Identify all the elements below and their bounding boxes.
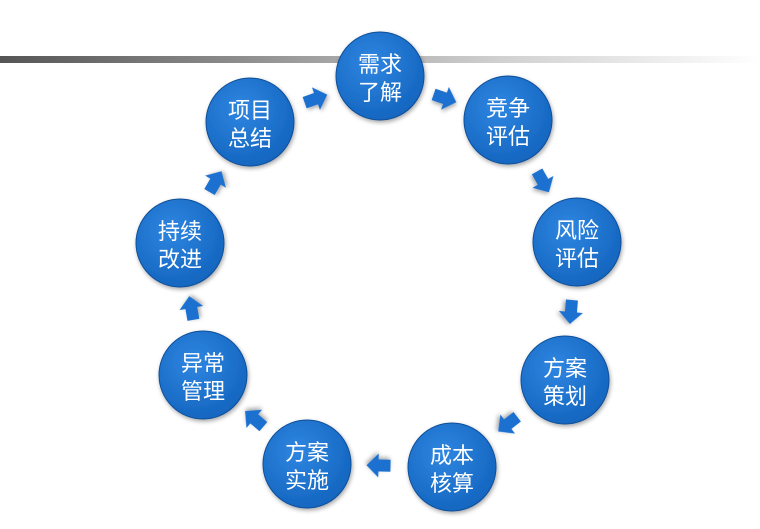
node-circle — [205, 77, 295, 167]
node-label-line2: 管理 — [181, 380, 225, 405]
node-label-line1: 项目 — [228, 99, 272, 124]
node-label-line1: 持续 — [158, 220, 202, 245]
flow-arrow — [531, 168, 554, 193]
flow-arrow — [431, 86, 457, 110]
node-circle — [335, 31, 425, 121]
node-circle — [135, 198, 225, 288]
node-label-line2: 改进 — [158, 248, 202, 273]
node-label-line2: 了解 — [358, 81, 402, 106]
node-label-line1: 风险 — [555, 219, 599, 244]
node-circle — [520, 335, 610, 425]
node-label-line2: 实施 — [285, 469, 329, 494]
node-circle — [158, 330, 248, 420]
flow-arrow — [179, 296, 204, 321]
node-circle — [262, 419, 352, 509]
node-label-line1: 需求 — [358, 53, 402, 78]
node-label-line1: 竞争 — [486, 97, 530, 122]
flow-arrow — [245, 409, 268, 432]
node-label-line2: 评估 — [486, 125, 530, 150]
node-label-line1: 异常 — [181, 352, 225, 377]
node-circle — [407, 422, 497, 512]
node-label-line1: 成本 — [430, 444, 474, 469]
node-circle — [463, 75, 553, 165]
flow-arrow — [558, 299, 583, 324]
flow-arrow — [204, 171, 226, 196]
node-label-line2: 核算 — [430, 472, 474, 497]
node-circle — [532, 197, 622, 287]
flow-arrow — [498, 412, 521, 434]
node-label-line2: 评估 — [555, 247, 599, 272]
flow-arrow — [302, 87, 328, 110]
node-label-line2: 策划 — [543, 385, 587, 410]
node-label-line1: 方案 — [543, 357, 587, 382]
flow-arrow — [366, 453, 391, 478]
node-label-line1: 方案 — [285, 441, 329, 466]
node-label-line2: 总结 — [228, 127, 272, 152]
